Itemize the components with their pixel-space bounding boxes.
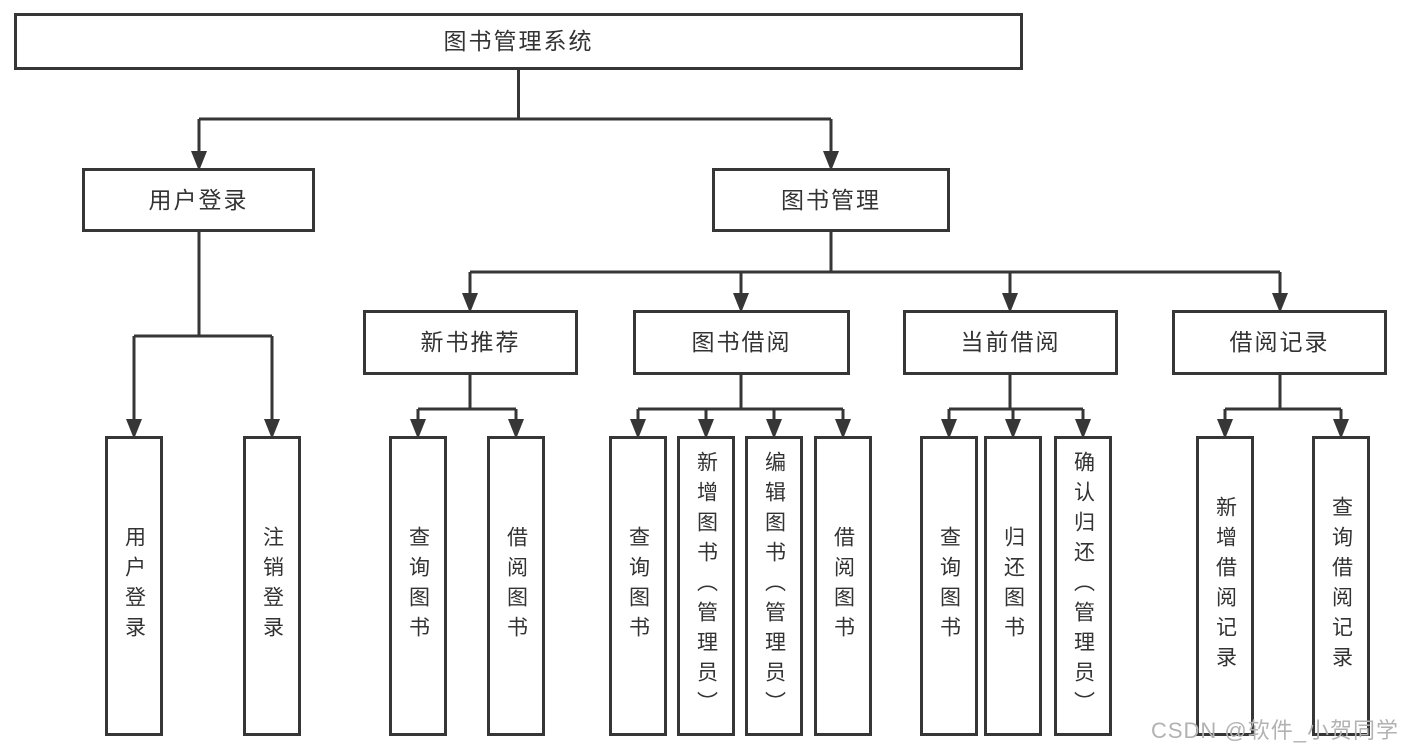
leaf-query-book-2: 查询图书 [609,436,667,736]
arrowhead [698,419,714,439]
csdn-watermark: CSDN @软件_小贺同学 [1150,718,1399,743]
arrowhead [1333,419,1349,439]
arrowhead [1075,419,1091,439]
arrowheads [126,151,1349,439]
node-user-login: 用户登录 [82,168,315,232]
node-user-login-label: 用户登录 [148,186,249,213]
edge-root-split [197,70,833,157]
leaf-confirm-return-admin: 确认归还（管理员） [1054,436,1112,736]
leaf-edit-book-admin: 编辑图书（管理员） [745,436,803,736]
leaf-user-login-label: 用户登录 [122,526,146,646]
arrowhead [1002,293,1018,313]
leaf-user-login: 用户登录 [105,436,163,736]
node-new-book-recommend-label: 新书推荐 [420,329,521,355]
arrowhead [733,293,749,313]
leaf-query-borrow-record: 查询借阅记录 [1312,436,1370,736]
arrowhead [1272,293,1288,313]
leaf-query-book-1-label: 查询图书 [406,526,430,646]
edge-book-borrow-split [636,375,845,425]
leaf-logout: 注销登录 [243,436,301,736]
leaf-borrow-book-1: 借阅图书 [487,436,545,736]
node-book-mgmt: 图书管理 [712,168,950,232]
leaf-borrow-book-1-label: 借阅图书 [504,526,528,646]
leaf-query-borrow-record-label: 查询借阅记录 [1329,496,1353,676]
arrowhead [835,419,851,439]
leaf-query-book-1: 查询图书 [389,436,447,736]
node-root-label: 图书管理系统 [443,28,594,54]
leaf-borrow-book-2-label: 借阅图书 [831,526,855,646]
node-borrow-records: 借阅记录 [1172,310,1387,375]
node-book-borrow: 图书借阅 [633,310,850,375]
node-book-mgmt-label: 图书管理 [781,186,881,213]
edge-borrow-records-split [1223,375,1343,425]
arrowhead [462,293,478,313]
edge-user-login-split [132,232,274,425]
arrowhead [1217,419,1233,439]
arrowhead [126,419,142,439]
arrowhead [941,419,957,439]
arrowhead [191,151,207,171]
edge-current-borrow-split [947,375,1085,425]
node-new-book-recommend: 新书推荐 [363,310,578,375]
leaf-query-book-3: 查询图书 [920,436,978,736]
arrowhead [630,419,646,439]
leaf-query-book-2-label: 查询图书 [626,526,650,646]
arrowhead [508,419,524,439]
arrowhead [766,419,782,439]
arrowhead [823,151,839,171]
node-current-borrow-label: 当前借阅 [960,329,1061,355]
leaf-add-book-admin-label: 新增图书（管理员） [694,451,718,721]
node-borrow-records-label: 借阅记录 [1229,329,1330,355]
edge-new-book-split [416,375,518,425]
leaf-add-borrow-record: 新增借阅记录 [1196,436,1254,736]
arrowhead [264,419,280,439]
arrowhead [1005,419,1021,439]
leaf-return-book: 归还图书 [984,436,1042,736]
leaf-add-borrow-record-label: 新增借阅记录 [1213,496,1237,676]
leaf-logout-label: 注销登录 [260,526,284,646]
node-current-borrow: 当前借阅 [903,310,1118,375]
tree-edges [132,70,1343,425]
leaf-confirm-return-admin-label: 确认归还（管理员） [1071,451,1095,721]
edge-book-mgmt-split [468,232,1282,299]
leaf-borrow-book-2: 借阅图书 [814,436,872,736]
arrowhead [410,419,426,439]
leaf-add-book-admin: 新增图书（管理员） [677,436,735,736]
leaf-return-book-label: 归还图书 [1001,526,1025,646]
node-root: 图书管理系统 [14,13,1023,70]
node-book-borrow-label: 图书借阅 [691,329,792,355]
leaf-edit-book-admin-label: 编辑图书（管理员） [762,451,786,721]
leaf-query-book-3-label: 查询图书 [937,526,961,646]
